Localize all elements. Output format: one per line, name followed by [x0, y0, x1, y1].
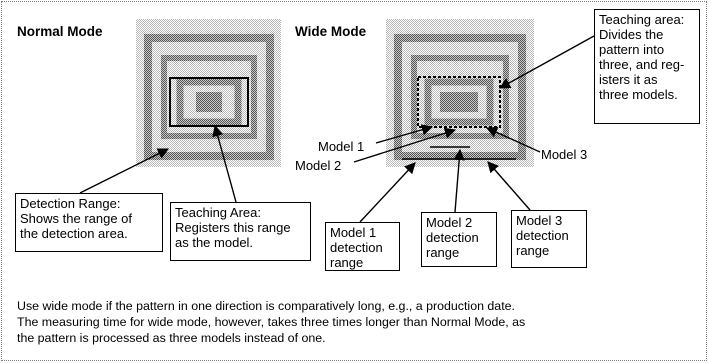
teaching-area-wide-arrow [499, 35, 595, 89]
model2-range-arrow [453, 148, 465, 213]
model3-detection-range-callout: Model 3 detection range [511, 210, 587, 268]
model3-label-arrow [485, 127, 541, 153]
normal-center-block [196, 92, 222, 112]
model2-detection-range-callout: Model 2 detection range [421, 212, 497, 267]
model2-label: Model 2 [295, 158, 342, 173]
normal-mode-pattern [136, 19, 281, 167]
model1-label-arrow [375, 124, 434, 144]
model1-label: Model 1 [318, 139, 365, 154]
wide-inner-ring [424, 78, 494, 126]
normal-inner-ring [176, 78, 242, 126]
model1-detection-range-callout: Model 1 detection range [325, 222, 400, 271]
footnote-text: Use wide mode if the pattern in one dire… [17, 299, 526, 345]
teaching-area-wide-callout: Teaching area: Divides the pattern into … [594, 9, 700, 124]
wide-mode-heading: Wide Mode [295, 24, 367, 39]
teaching-area-normal-arrow [212, 124, 237, 203]
detection-range-arrow [79, 148, 170, 194]
normal-teaching-area-box [169, 77, 249, 127]
wide-mode-pattern [386, 19, 534, 167]
model2-label-arrow [353, 127, 457, 163]
normal-outer-ring [144, 34, 274, 160]
wide-teaching-area-box [417, 76, 501, 128]
model1-range-arrow [359, 162, 416, 223]
wide-middle-ring [411, 55, 509, 139]
normal-middle-ring [161, 55, 257, 139]
detection-range-callout: Detection Range: Shows the range of the … [15, 193, 163, 252]
wide-center-block [440, 92, 478, 112]
normal-mode-heading: Normal Mode [17, 24, 103, 39]
teaching-area-normal-callout: Teaching Area: Registers this range as t… [170, 202, 311, 261]
model3-label: Model 3 [541, 147, 588, 162]
model3-range-arrow [487, 161, 531, 211]
